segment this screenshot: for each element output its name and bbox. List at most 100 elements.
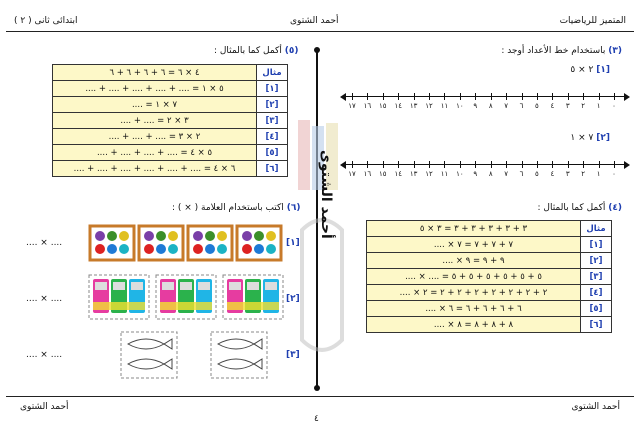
arrow-left-icon: [340, 93, 346, 101]
number-line-tick-label: ١٤: [394, 170, 402, 178]
number-line-tick-label: ١٤: [394, 102, 402, 110]
number-line-tick: [444, 161, 446, 168]
q3-title: (٣) باستخدام خط الأعداد أوجد :: [501, 46, 622, 56]
q6-number: (٦): [286, 203, 301, 213]
jar-icon-3: [186, 224, 234, 262]
q5-row-label: [٢]: [256, 96, 288, 113]
q5-row: [٢]٧ × ١ = ....: [52, 96, 288, 113]
number-line-tick-label: ٢: [581, 102, 586, 110]
number-line-tick: [567, 93, 569, 100]
jars-illustration: [88, 224, 283, 262]
q5-row-label: [١]: [256, 80, 288, 97]
number-line-tick-label: ١٧: [348, 102, 356, 110]
number-line-tick-label: ٠: [612, 102, 616, 110]
number-line-tick: [614, 93, 615, 100]
number-line-tick-label: ٩: [473, 102, 478, 110]
number-line-tick-label: ٠: [612, 170, 616, 178]
header-grade: ( ٢ ) ابتدائى ثانى: [14, 16, 78, 26]
number-line-tick: [382, 161, 384, 168]
number-line-tick-label: ١٠: [456, 170, 464, 178]
number-line-tick: [598, 93, 600, 100]
number-line-tick: [490, 161, 492, 168]
number-line-tick: [459, 93, 461, 100]
fish-group-icon-1: [120, 331, 178, 379]
q5-row-expr: ٥ × ٤ = .... + .... + .... + ....: [52, 144, 257, 161]
q5-title-text: أكمل كما بالمثال :: [214, 46, 282, 56]
jar-icon-4: [235, 224, 283, 262]
q4-row-label: [٤]: [580, 284, 612, 301]
number-line-tick: [521, 161, 523, 168]
q3-item2-label: [٢]: [596, 133, 610, 143]
calculator-group-icon-3: [222, 274, 284, 320]
number-line-tick-label: ١٦: [363, 170, 372, 178]
q3-item1-expr: ٢ × ٥: [570, 65, 594, 75]
calculator-group-icon-1: [88, 274, 150, 320]
number-line-tick-label: ١٣: [409, 170, 418, 178]
q4-title: (٤) أكمل كما بالمثال :: [538, 203, 622, 213]
q4-row-expr: ٧ + ٧ + ٧ = ٧ × ....: [366, 236, 581, 253]
q4-row-expr: ٩ + ٩ = ٩ × ....: [366, 252, 581, 269]
q4-row-expr: ٦ + ٦ + ٦ + ٦ = ٦ × ....: [366, 300, 581, 317]
q4-row-expr: ٥ + ٥ + ٥ + ٥ + ٥ + ٥ = .... × ....: [366, 268, 581, 285]
footer-rule: [6, 396, 634, 397]
number-line-tick-label: ١: [596, 102, 601, 110]
number-line-tick: [567, 161, 569, 168]
number-line-tick: [475, 93, 477, 100]
number-line-tick: [367, 161, 369, 168]
number-line-tick: [552, 93, 554, 100]
page-number: ٤: [314, 414, 319, 424]
number-line-tick-label: ٨: [488, 102, 493, 110]
number-line-tick: [475, 161, 477, 168]
arrow-right-icon: [624, 161, 630, 169]
q3-item1-label: [١]: [596, 65, 610, 75]
q5-row-expr: ٤ × ٦ = ٦ + ٦ + ٦ + ٦: [52, 64, 257, 81]
q4-row-expr: ٢ + ٢ + ٢ + ٢ + ٢ + ٢ + ٢ = ٢ × ....: [366, 284, 581, 301]
number-line-tick: [444, 93, 446, 100]
number-line-axis: [344, 96, 626, 97]
number-line-tick: [552, 161, 554, 168]
q4-row-expr: ٣ + ٣ + ٣ + ٣ + ٣ = ٣ × ٥: [366, 220, 581, 237]
number-line-tick-label: ١٦: [363, 102, 372, 110]
number-line-tick: [413, 93, 415, 100]
number-line-tick-label: ١٥: [379, 102, 387, 110]
number-line-tick: [598, 161, 600, 168]
fish-illustration: [120, 331, 268, 379]
q6-title-text: اكتب باستخدام العلامة ( × ) :: [172, 203, 284, 213]
number-line-tick-label: ٦: [519, 102, 524, 110]
q3-item2-expr: ٧ × ١: [570, 133, 594, 143]
jar-icon-1: [88, 224, 136, 262]
q6-item1-label: [١]: [286, 238, 300, 248]
q3-title-text: باستخدام خط الأعداد أوجد :: [501, 46, 606, 56]
calculator-group-icon-2: [155, 274, 217, 320]
q5-row-label: [٦]: [256, 160, 288, 177]
q5-row-expr: ٥ × ١ = .... + .... + .... + .... + ....: [52, 80, 257, 97]
q4-row-label: [٥]: [580, 300, 612, 317]
number-line-tick-label: ١٢: [425, 170, 433, 178]
number-line-tick-label: ٥: [535, 102, 539, 110]
q5-number: (٥): [284, 46, 299, 56]
number-line-tick: [506, 161, 508, 168]
q5-row: [٥]٥ × ٤ = .... + .... + .... + ....: [52, 144, 288, 161]
q5-row-expr: ٧ × ١ = ....: [52, 96, 257, 113]
number-line-tick-label: ٧: [504, 170, 508, 178]
jar-icon-2: [137, 224, 185, 262]
number-line-tick: [413, 161, 415, 168]
q3-number: (٣): [608, 46, 622, 56]
number-line-tick-label: ٧: [504, 102, 508, 110]
number-line-tick-label: ١: [596, 170, 601, 178]
number-line-tick: [398, 93, 400, 100]
number-line-tick-label: ١٧: [348, 170, 356, 178]
q4-row-label: [٣]: [580, 268, 612, 285]
q4-title-text: أكمل كما بالمثال :: [537, 203, 606, 213]
number-line-tick-label: ١٥: [379, 170, 387, 178]
number-line-tick-label: ١١: [440, 102, 449, 110]
q4-number: (٤): [608, 203, 622, 213]
q5-row-label: [٤]: [256, 128, 288, 145]
q5-row: [١]٥ × ١ = .... + .... + .... + .... + .…: [52, 80, 288, 97]
footer-author-right: أحمد الشتوى: [571, 402, 620, 412]
